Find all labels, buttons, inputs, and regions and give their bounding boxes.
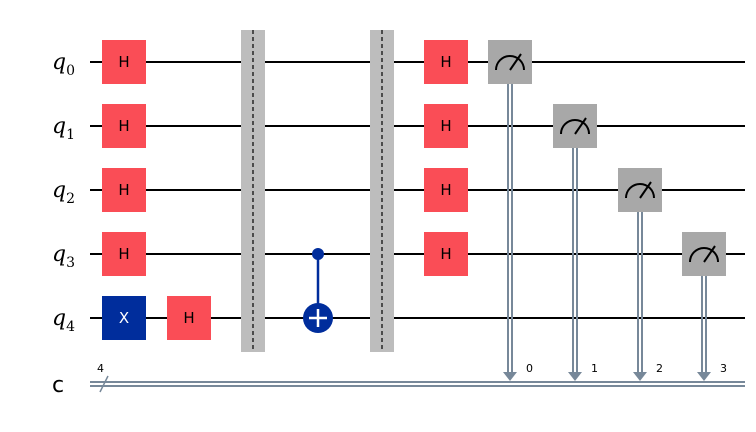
qubit-index: 1 [66, 127, 75, 143]
gate-label: H [118, 53, 129, 71]
h-gate: H [167, 296, 211, 340]
measure-bit-index: 0 [526, 362, 533, 375]
gate-label: X [119, 309, 129, 327]
measure-arrow [697, 372, 711, 381]
meter-box [553, 104, 597, 148]
x-gate: X [102, 296, 146, 340]
meter-needle-icon [639, 181, 652, 199]
qubit-label: q3 [52, 242, 75, 271]
classical-bundle-slash [99, 375, 109, 393]
h-gate: H [424, 104, 468, 148]
gate-box [102, 40, 146, 84]
measure-bit-index: 1 [591, 362, 598, 375]
gate-label: H [118, 181, 129, 199]
h-gate: H [424, 168, 468, 212]
gate-label: H [118, 245, 129, 263]
h-gate: H [102, 40, 146, 84]
meter-icon [689, 247, 719, 263]
measure-bit-index: 3 [720, 362, 727, 375]
measure-gate: 1 [553, 104, 598, 381]
gate-box [102, 104, 146, 148]
qubit-index: 2 [66, 191, 75, 207]
gate-box [167, 296, 211, 340]
meter-icon [495, 55, 525, 71]
meter-icon [560, 119, 590, 135]
qubit-label: q1 [52, 114, 75, 143]
qubit-label: q4 [52, 306, 75, 335]
gate-label: H [183, 309, 194, 327]
meter-box [682, 232, 726, 276]
h-gate: H [102, 232, 146, 276]
gate-label: H [440, 53, 451, 71]
gate-box [424, 168, 468, 212]
cnot-gate [303, 248, 333, 333]
gate-label: H [440, 181, 451, 199]
measure-bit-index: 2 [656, 362, 663, 375]
meter-icon [625, 183, 655, 199]
h-gate: H [424, 40, 468, 84]
measure-arrow [503, 372, 517, 381]
gate-box [424, 40, 468, 84]
cnot-control-dot [312, 248, 324, 260]
gate-label: H [440, 117, 451, 135]
qubit-index: 3 [66, 255, 75, 271]
qubit-index: 0 [66, 63, 75, 79]
meter-box [488, 40, 532, 84]
meter-box [618, 168, 662, 212]
meter-needle-icon [703, 245, 716, 263]
h-gate: H [102, 104, 146, 148]
measure-gate: 0 [488, 40, 533, 381]
gate-label: H [118, 117, 129, 135]
qubit-label: q2 [52, 178, 75, 207]
gate-box [102, 232, 146, 276]
gate-box [102, 296, 146, 340]
gate-label: H [440, 245, 451, 263]
gate-box [102, 168, 146, 212]
h-gate: H [424, 232, 468, 276]
measure-gate: 3 [682, 232, 727, 381]
qubit-label: q0 [52, 50, 75, 79]
h-gate: H [102, 168, 146, 212]
classical-register-size: 4 [97, 362, 104, 375]
qubit-index: 4 [66, 319, 75, 335]
meter-needle-icon [509, 53, 522, 71]
classical-register-label: c [52, 373, 64, 398]
measure-arrow [568, 372, 582, 381]
measure-gate: 2 [618, 168, 663, 381]
gate-box [424, 104, 468, 148]
meter-needle-icon [574, 117, 587, 135]
gate-box [424, 232, 468, 276]
measure-arrow [633, 372, 647, 381]
